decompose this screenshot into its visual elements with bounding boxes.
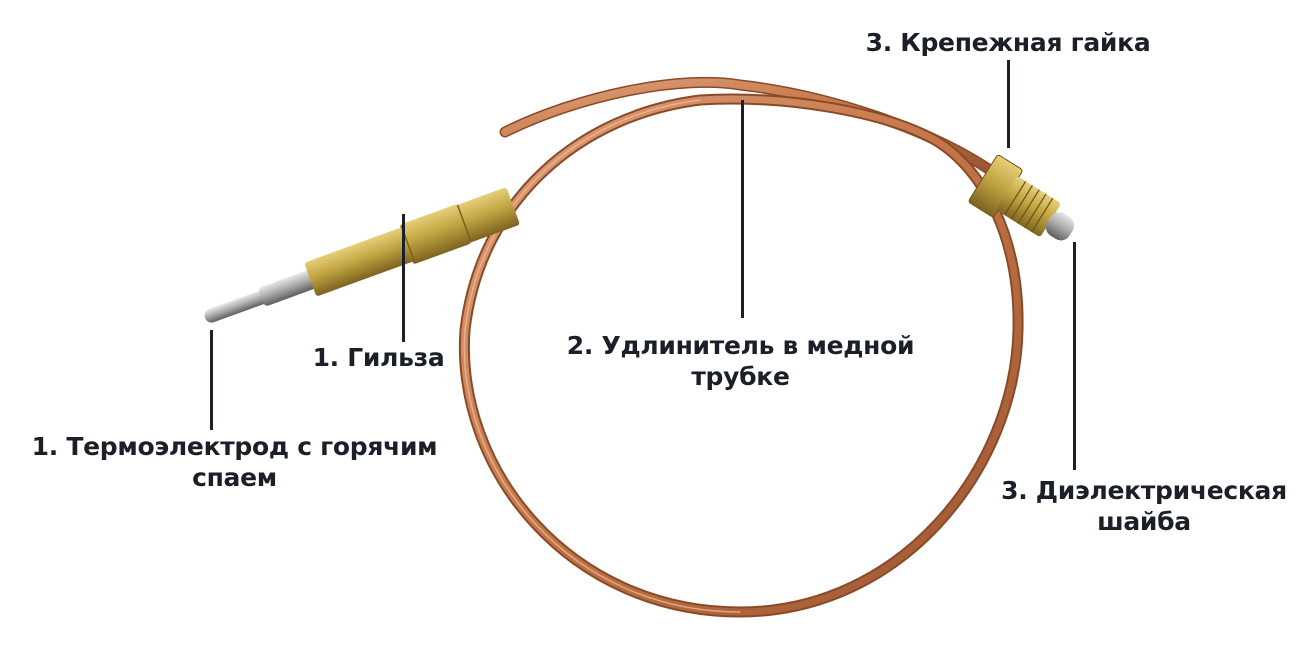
leader-line-copper-extension xyxy=(741,100,744,318)
leader-line-mounting-nut xyxy=(1007,60,1010,148)
label-thermoelectrode-line1: 1. Термоэлектрод с горячим xyxy=(31,432,438,461)
label-dielectric-washer-line1: 3. Диэлектрическая xyxy=(1001,476,1287,505)
leader-line-dielectric-washer xyxy=(1073,242,1076,470)
copper-tube xyxy=(458,76,1024,618)
dielectric-washer xyxy=(1045,212,1075,241)
label-copper-extension-line1: 2. Удлинитель в медной xyxy=(566,331,915,360)
label-mounting-nut: 3. Крепежная гайка xyxy=(858,27,1158,58)
label-dielectric-washer: 3. Диэлектрическая шайба xyxy=(988,475,1300,537)
label-sleeve: 1. Гильза xyxy=(306,342,451,373)
label-thermoelectrode: 1. Термоэлектрод с горячим спаем xyxy=(12,431,457,493)
label-thermoelectrode-line2: спаем xyxy=(192,463,277,492)
label-copper-extension: 2. Удлинитель в медной трубке xyxy=(548,330,933,392)
sleeve-and-electrode xyxy=(204,187,520,323)
label-copper-extension-line2: трубке xyxy=(691,362,790,391)
leader-line-thermoelectrode xyxy=(210,330,213,430)
leader-line-sleeve xyxy=(402,214,405,342)
mounting-nut-assembly xyxy=(968,154,1075,241)
label-sleeve-text: 1. Гильза xyxy=(312,343,445,372)
brass-sleeve xyxy=(304,228,414,296)
label-dielectric-washer-line2: шайба xyxy=(1097,507,1191,536)
label-mounting-nut-text: 3. Крепежная гайка xyxy=(865,28,1151,57)
